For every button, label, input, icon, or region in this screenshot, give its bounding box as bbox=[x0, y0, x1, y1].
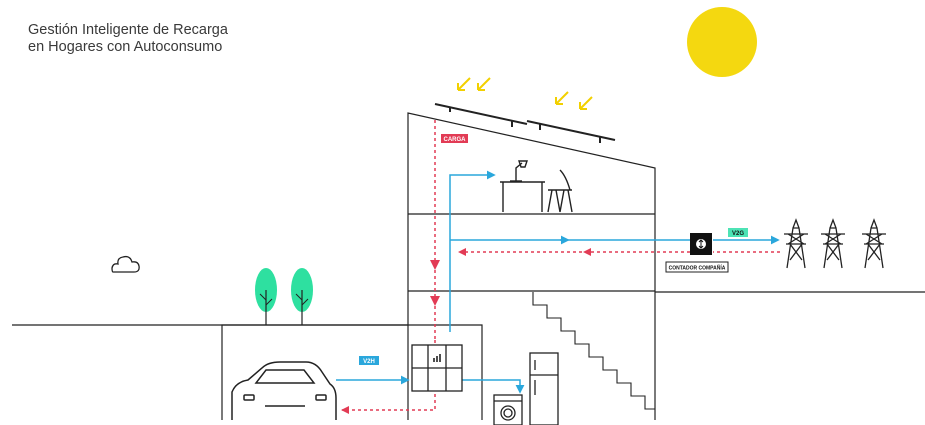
cloud-icon bbox=[111, 255, 140, 273]
title-line-1: Gestión Inteligente de Recarga bbox=[28, 22, 228, 38]
house-outline bbox=[221, 112, 656, 420]
svg-text:CONTADOR COMPAÑÍA: CONTADOR COMPAÑÍA bbox=[669, 264, 726, 272]
title-line-2: en Hogares con Autoconsumo bbox=[28, 39, 223, 55]
tree-icon bbox=[255, 268, 277, 325]
power-tower-icon bbox=[784, 218, 886, 269]
tree-icon bbox=[291, 268, 313, 325]
meter-icon bbox=[690, 233, 712, 255]
solar-panel-icon bbox=[434, 103, 616, 143]
svg-text:CARGA: CARGA bbox=[444, 137, 467, 143]
tag-v2h: V2H bbox=[359, 356, 379, 365]
svg-text:V2G: V2G bbox=[732, 231, 744, 237]
sun-icon bbox=[687, 7, 757, 77]
fridge-icon bbox=[529, 352, 559, 425]
inverter-icon bbox=[411, 344, 463, 392]
car-icon bbox=[231, 361, 337, 420]
washing-machine-icon bbox=[493, 394, 523, 425]
red-arrow-heads bbox=[341, 248, 591, 414]
svg-text:V2H: V2H bbox=[363, 359, 375, 365]
desk-lamp-icon bbox=[500, 160, 545, 212]
diagram-title: Gestión Inteligente de Recarga en Hogare… bbox=[28, 22, 328, 56]
ground-line bbox=[12, 291, 925, 326]
sunlight-arrows-icon bbox=[457, 77, 593, 110]
chair-icon bbox=[547, 169, 573, 213]
stairs bbox=[532, 292, 655, 410]
tag-v2g: V2G bbox=[728, 228, 748, 237]
tag-carga: CARGA bbox=[441, 134, 468, 143]
energy-flow-red bbox=[342, 120, 780, 411]
tag-contador: CONTADOR COMPAÑÍA bbox=[665, 261, 729, 273]
energy-flow-blue bbox=[336, 170, 780, 394]
